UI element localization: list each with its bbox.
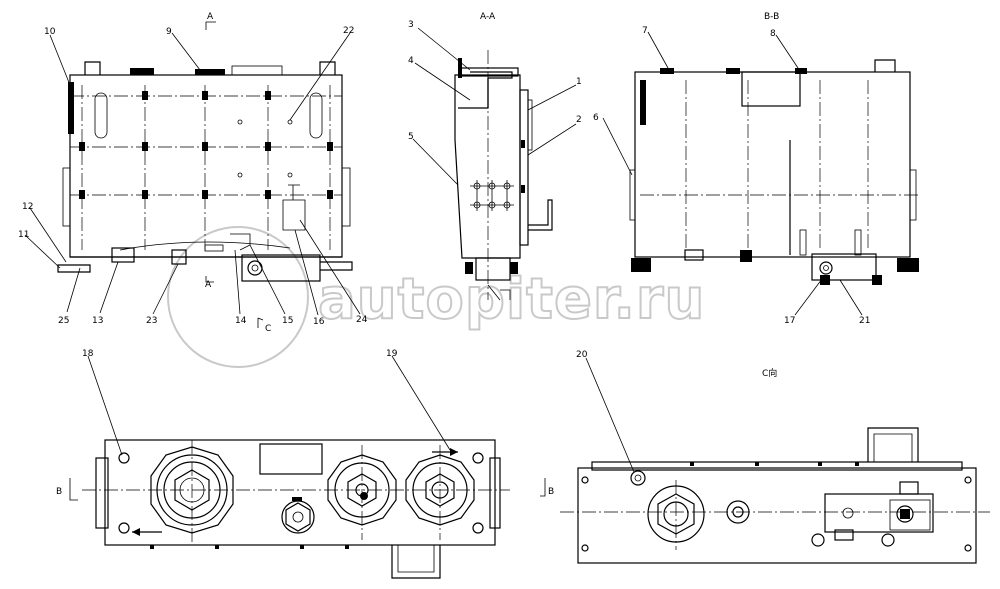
port-flange-mid	[327, 445, 397, 540]
view-c-leaders	[585, 357, 635, 473]
plan-view-left	[69, 439, 510, 579]
watermark-text: autopiter.ru	[318, 267, 705, 332]
callout-8: 8	[770, 29, 776, 39]
callout-6: 6	[593, 113, 599, 123]
cut-label-c: C	[265, 324, 271, 334]
front-view-leaders	[24, 32, 361, 316]
cut-label-b-left: B	[56, 487, 62, 497]
callout-9: 9	[166, 27, 172, 37]
callout-22: 22	[343, 26, 354, 36]
callout-10: 10	[44, 27, 56, 37]
callout-13: 13	[92, 316, 103, 326]
view-label-a-top: A	[207, 12, 214, 22]
small-fitting	[281, 497, 315, 534]
callout-5: 5	[408, 132, 414, 142]
callout-14: 14	[235, 316, 247, 326]
plan-view-left-leaders	[87, 355, 451, 456]
section-aa-view	[454, 50, 553, 301]
view-c	[540, 427, 990, 564]
cut-label-b-right: B	[548, 487, 554, 497]
callout-24: 24	[356, 315, 368, 325]
front-view	[57, 21, 353, 328]
callout-3: 3	[408, 20, 414, 30]
callout-12: 12	[22, 202, 33, 212]
section-aa-leaders	[412, 27, 577, 186]
view-label-a-bottom: A	[205, 280, 212, 290]
callout-4: 4	[408, 56, 414, 66]
callout-15: 15	[282, 316, 293, 326]
section-label-aa: A-A	[480, 12, 496, 22]
callout-25: 25	[58, 316, 69, 326]
callout-19: 19	[386, 349, 398, 359]
watermark: autopiter.ru	[167, 226, 705, 368]
drain-fitting	[647, 480, 705, 550]
section-bb-leaders	[602, 31, 863, 316]
callout-18: 18	[82, 349, 94, 359]
callout-7: 7	[642, 26, 648, 36]
section-bb-view	[629, 59, 920, 285]
callout-16: 16	[313, 317, 325, 327]
section-label-bb: B-B	[764, 12, 779, 22]
callout-20: 20	[576, 350, 588, 360]
callout-numbers: 1 2 3 4 5 6 7 8 9 10 11 12 13 14 15 16 1…	[18, 20, 870, 360]
view-label-c: C向	[762, 367, 777, 379]
callout-2: 2	[576, 115, 582, 125]
port-flange-large	[150, 440, 234, 545]
callout-1: 1	[576, 77, 582, 87]
callout-17: 17	[784, 316, 795, 326]
port-flange-right	[405, 445, 475, 540]
callout-21: 21	[859, 316, 870, 326]
callout-11: 11	[18, 230, 29, 240]
callout-23: 23	[146, 316, 157, 326]
